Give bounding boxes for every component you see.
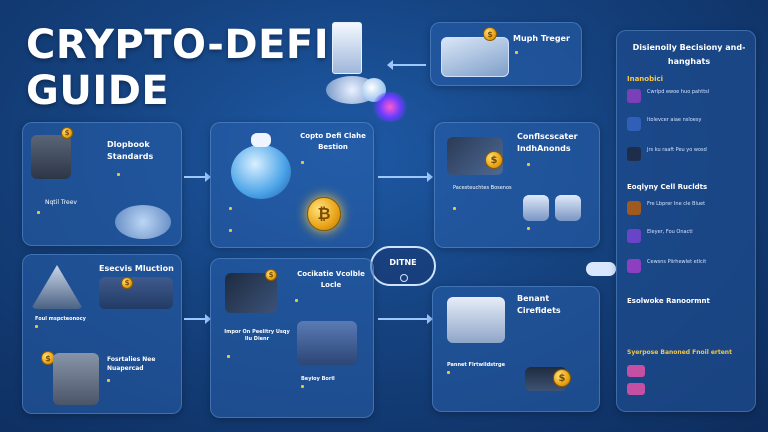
panel-caption: Pacesteuchtes Bosenos [453, 185, 512, 191]
coin-icon: $ [553, 369, 571, 387]
app-icon [627, 89, 641, 103]
row-text: Fre Lbprer Ine cle Bluet [647, 201, 706, 207]
flow-arrow [184, 314, 211, 324]
flow-arrow [184, 172, 211, 182]
building-illustration [31, 135, 71, 179]
row-text: Itolevcer aiae nsloesy [647, 117, 702, 123]
sidebar-row: Cewsns Piirhewlet etlcit [627, 257, 749, 277]
sidebar-row: Fre Lbprer Ine cle Bluet [627, 199, 749, 219]
globe-illustration [231, 145, 291, 199]
row-text: Cwrlpd ewoe huo pahttsl [647, 89, 710, 95]
cloud-label: DITNE [389, 258, 417, 267]
sidebar-section: Eoqlyny Cell Rucldts [627, 183, 708, 191]
row-text: Cewsns Piirhewlet etlcit [647, 259, 707, 265]
flow-arrow [378, 172, 433, 182]
app-icon [627, 117, 641, 131]
panel-title: Benant Cirefidets [517, 294, 561, 315]
sidebar-row: Cwrlpd ewoe huo pahttsl [627, 87, 749, 107]
city-illustration [99, 277, 173, 309]
device-illustration [441, 37, 509, 77]
shield-illustration [53, 353, 99, 405]
sidebar-row: Eleyer, Fou Onacti [627, 227, 749, 247]
sidebar-section: Inanobici [627, 75, 664, 83]
flow-arrow [378, 314, 433, 324]
coin-icon: $ [61, 127, 73, 139]
flow-arrow [387, 60, 426, 70]
panel-caption: Pannet Flrtwildstrge [447, 362, 505, 368]
page-title: CRYPTO-DEFI GUIDE [26, 22, 329, 114]
coin-icon: $ [121, 277, 133, 289]
glow-orb-icon [372, 92, 408, 122]
panel-subtitle: Fosrtalies Nee Nuapercad [107, 356, 156, 372]
row-text: Jrs ku raaft Peu yo wosd [647, 147, 707, 153]
city-illustration [297, 321, 357, 365]
sidebar: Disienoily Becisiony and-hanghats Inanob… [616, 30, 756, 412]
panel-conflscscater: $ Conflscscater IndhAnonds Pacesteuchtes… [434, 122, 600, 248]
coin-icon: $ [485, 151, 503, 169]
top-card-title: Muph Treger [513, 34, 570, 43]
panel-caption: Impor On Peelitry Usqy Ilu Dienr [224, 329, 290, 342]
phone-icon [627, 147, 641, 161]
monitor-icon [523, 195, 549, 221]
panel-cocikatie: $ Cocikatie Vcolble Locle Impor On Peeli… [210, 258, 374, 418]
panel-title: Esecvis Mluction [99, 264, 174, 273]
app-icon [627, 383, 645, 395]
coin-icon: $ [483, 27, 497, 41]
top-card: $ Muph Treger [430, 22, 582, 86]
panel-caption: Nqtil Treev [45, 199, 77, 206]
panel-sub: Beyioy Boril [301, 376, 335, 382]
cloud-tag-icon [586, 262, 616, 276]
panel-title: Cocikatie Vcolble Locle [297, 270, 365, 289]
sidebar-row: Itolevcer aiae nsloesy [627, 115, 749, 135]
card-icon [627, 201, 641, 215]
panel-benant: Benant Cirefidets Pannet Flrtwildstrge $ [432, 286, 600, 412]
app-icon [627, 365, 645, 377]
bitcoin-icon: ₿ [307, 197, 341, 231]
panel-title: Copto Defi Clahe Bestion [300, 132, 366, 151]
coin-icon: $ [265, 269, 277, 281]
panel-title: Dlopbook Standards [107, 140, 154, 161]
monitor-icon [555, 195, 581, 221]
title-line-2: GUIDE [26, 68, 170, 114]
panel-esecvis: Esecvis Mluction $ Foul mspcteonocy $ Fo… [22, 254, 182, 414]
panel-title: Conflscscater IndhAnonds [517, 132, 578, 153]
sidebar-title: Disienoily Becisiony and-hanghats [632, 43, 746, 66]
sidebar-section: Esolwoke Ranoormnt [627, 297, 710, 305]
building-illustration [447, 297, 505, 343]
panel-dlopbook-standards: $ Dlopbook Standards Nqtil Treev [22, 122, 182, 246]
mountain-illustration [31, 265, 83, 309]
chat-bubble-icon [251, 133, 271, 147]
tool-illustration [115, 205, 171, 239]
panel-copto-defi: Copto Defi Clahe Bestion ₿ [210, 122, 374, 248]
sidebar-row: Jrs ku raaft Peu yo wosd [627, 145, 749, 165]
sidebar-section: Syerpose Banoned Fnoil ertent [627, 349, 732, 356]
app-icon [627, 259, 641, 273]
panel-caption: Foul mspcteonocy [35, 316, 86, 322]
cloud-node: DITNE [370, 246, 436, 286]
cloud-icon [627, 229, 641, 243]
refresh-icon [400, 274, 408, 282]
phone-icon [332, 22, 362, 74]
row-text: Eleyer, Fou Onacti [647, 229, 693, 235]
title-line-1: CRYPTO-DEFI [26, 22, 330, 68]
